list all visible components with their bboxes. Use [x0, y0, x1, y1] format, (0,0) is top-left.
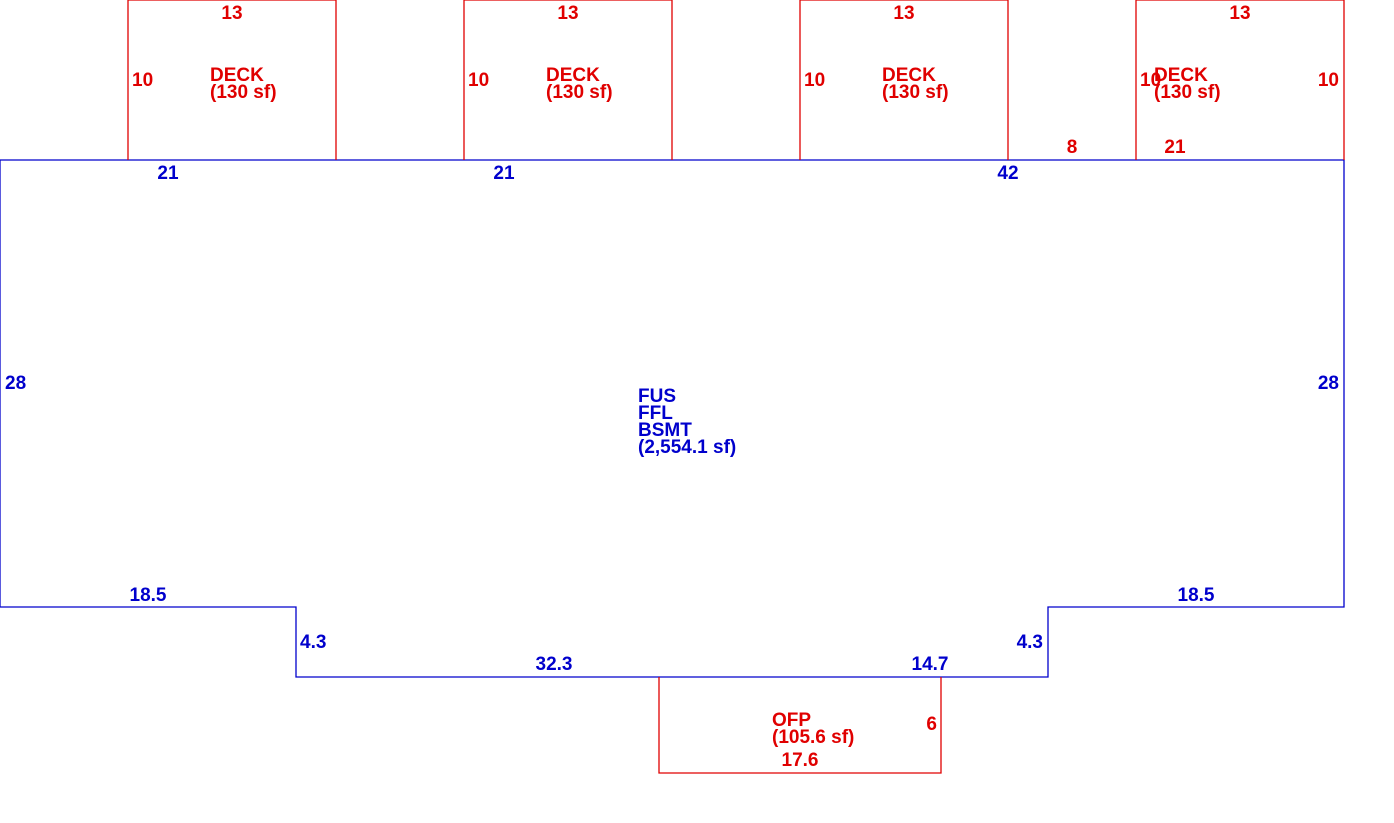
- deck-3-label: DECK: [882, 65, 936, 86]
- main-dim-step-left: 4.3: [300, 632, 326, 653]
- deck-4-height-right: 10: [1318, 70, 1339, 91]
- deck-3-outline: [799, 0, 1009, 160]
- deck-2-height: 10: [468, 70, 489, 91]
- main-label-bsmt: BSMT: [638, 420, 692, 441]
- deck-4-width: 13: [1229, 3, 1250, 24]
- main-dim-step-right: 4.3: [1017, 632, 1043, 653]
- deck-1-height: 10: [132, 70, 153, 91]
- deck-2-outline: [463, 0, 673, 160]
- deck-4-height-left: 10: [1140, 70, 1161, 91]
- main-dim-top-left: 21: [157, 163, 179, 184]
- deck-1-label: DECK: [210, 65, 264, 86]
- main-dim-right: 28: [1318, 373, 1339, 394]
- deck-2-width: 13: [557, 3, 578, 24]
- deck-2-label: DECK: [546, 65, 600, 86]
- main-dim-bottom-mid: 32.3: [536, 654, 573, 675]
- deck-3-area: (130 sf): [882, 82, 949, 103]
- deck-4-area: (130 sf): [1154, 82, 1221, 103]
- main-dim-top-right: 42: [997, 163, 1018, 184]
- deck-4-outline: [1135, 0, 1345, 160]
- deck-1-area: (130 sf): [210, 82, 277, 103]
- deck-4-bottom: 21: [1164, 137, 1186, 158]
- deck-1-outline: [127, 0, 337, 160]
- main-dim-left: 28: [5, 373, 26, 394]
- porch-label: OFP: [772, 710, 811, 731]
- deck-gap-dimension: 8: [1067, 137, 1078, 158]
- main-area-value: (2,554.1 sf): [638, 437, 736, 458]
- deck-3-height: 10: [804, 70, 825, 91]
- porch-outline: [658, 677, 942, 774]
- porch-height: 6: [926, 714, 937, 735]
- main-label-ffl: FFL: [638, 403, 673, 424]
- main-label-fus: FUS: [638, 386, 676, 407]
- main-dim-bottom-mid-right: 14.7: [912, 654, 949, 675]
- main-structure-outline: [0, 159, 1345, 678]
- porch-area: (105.6 sf): [772, 727, 854, 748]
- main-dim-bottom-left: 18.5: [130, 585, 167, 606]
- porch-width: 17.6: [782, 750, 819, 771]
- deck-4-label: DECK: [1154, 65, 1208, 86]
- deck-2-area: (130 sf): [546, 82, 613, 103]
- main-dim-top-mid: 21: [493, 163, 515, 184]
- main-dim-bottom-right: 18.5: [1178, 585, 1215, 606]
- deck-3-width: 13: [893, 3, 914, 24]
- deck-1-width: 13: [221, 3, 242, 24]
